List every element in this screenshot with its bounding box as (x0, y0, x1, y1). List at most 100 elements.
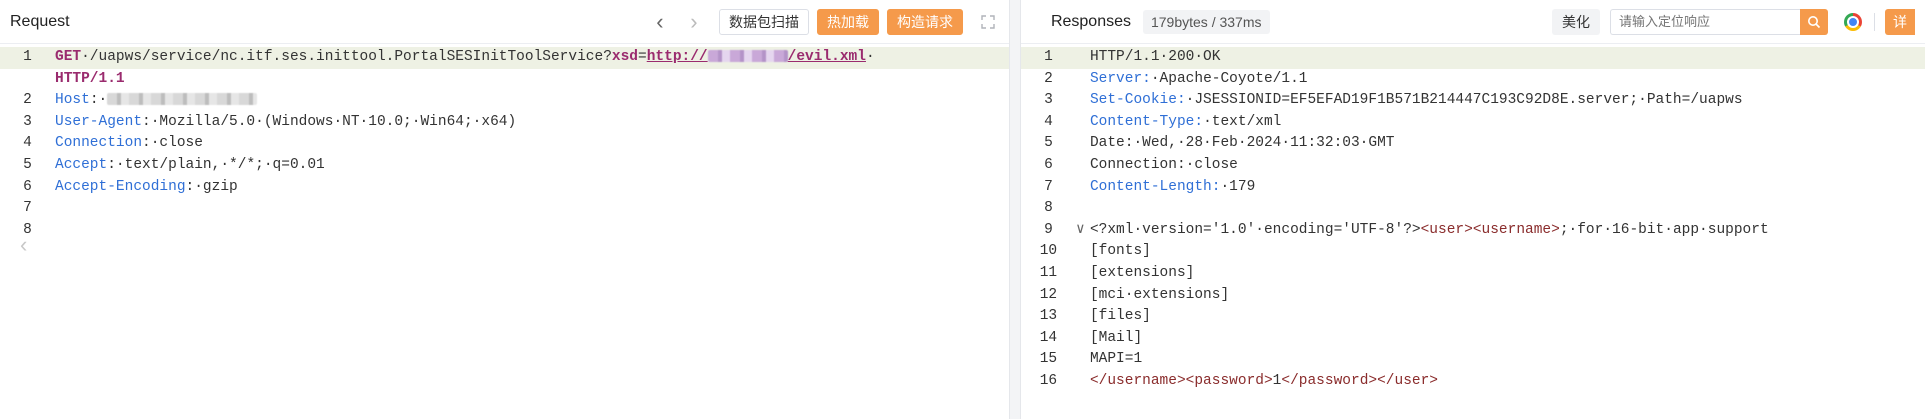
fold-gutter (1076, 90, 1090, 112)
redacted-text (107, 93, 258, 106)
code-line: 14 [Mail] (1021, 328, 1925, 350)
code-token: <username> (1472, 221, 1560, 238)
fold-gutter (1076, 349, 1090, 371)
next-arrow-icon[interactable]: › (690, 8, 698, 34)
code-token: HTTP/1.1·200·OK (1089, 49, 1221, 65)
collapse-left-icon[interactable]: ‹ (20, 232, 28, 257)
code-token: Accept-Encoding (55, 178, 186, 195)
line-number (0, 69, 55, 91)
code-token: Host (55, 92, 90, 109)
line-number: 7 (1044, 178, 1053, 195)
code-line: 7 (0, 198, 1009, 220)
prev-arrow-icon[interactable]: ‹ (656, 8, 664, 34)
build-request-button[interactable]: 构造请求 (886, 8, 963, 35)
code-token: :·text/plain,·*/*;·q=0.01 (107, 156, 325, 173)
code-line: 10[fonts] (1021, 241, 1925, 263)
code-line: 15 MAPI=1 (1021, 349, 1925, 371)
line-content: Date:·Wed,·28·Feb·2024·11:32:03·GMT (1090, 133, 1395, 155)
fold-gutter (1076, 112, 1090, 134)
code-token: </user> (1377, 372, 1439, 389)
line-number: 14 (1039, 329, 1058, 346)
line-number: 6 (23, 178, 32, 195)
line-number: 6 (1044, 156, 1053, 173)
line-number: 1 (1044, 49, 1053, 65)
fold-gutter (1076, 371, 1090, 393)
line-content: HTTP/1.1 (55, 69, 125, 91)
code-line: 6 Accept-Encoding:·gzip (0, 177, 1009, 199)
detail-button[interactable]: 详 (1885, 8, 1915, 35)
hot-load-button[interactable]: 热加载 (816, 8, 879, 35)
code-token: HTTP/1.1 (55, 70, 125, 87)
code-token: · (865, 49, 875, 65)
toolbar-divider (1874, 12, 1875, 31)
fullscreen-icon[interactable] (977, 11, 999, 33)
line-number: 9 (1044, 221, 1053, 238)
locate-response-input[interactable] (1610, 8, 1800, 35)
line-content: </username><password>1</password></user> (1090, 371, 1438, 393)
code-token: </password> (1281, 372, 1378, 389)
line-number: 15 (1039, 351, 1058, 368)
code-token: http:// (646, 49, 708, 65)
code-token: ;·for·16-bit·app·support (1559, 221, 1769, 238)
code-token: Connection (55, 135, 143, 152)
request-header: Request ‹ › 数据包扫描 热加载 构造请求 (0, 0, 1009, 44)
code-token: ·179 (1220, 178, 1256, 195)
fold-gutter (1076, 47, 1090, 69)
line-number: 8 (1044, 200, 1053, 217)
code-token: :·Mozilla/5.0·(Windows·NT·10.0;·Win64;·x… (142, 113, 517, 130)
line-number: 2 (1044, 70, 1053, 87)
fold-gutter (1076, 177, 1090, 199)
fold-gutter (1076, 306, 1090, 328)
code-token: ·JSESSIONID=EF5EFAD19F1B571B214447C193C9… (1185, 92, 1743, 109)
chrome-browser-icon[interactable] (1844, 12, 1862, 31)
line-number: 16 (1039, 372, 1058, 389)
code-line: 5 Accept:·text/plain,·*/*;·q=0.01 (0, 155, 1009, 177)
line-content: Connection:·close (55, 133, 203, 155)
code-token: User-Agent (55, 113, 143, 130)
line-number: 2 (23, 92, 32, 109)
line-number: 5 (23, 156, 32, 173)
line-content: HTTP/1.1·200·OK (1090, 47, 1221, 69)
beautify-button[interactable]: 美化 (1552, 8, 1600, 35)
fold-chevron-icon[interactable]: ∨ (1075, 221, 1085, 238)
line-number: 11 (1039, 264, 1058, 281)
code-token: :·close (142, 135, 203, 152)
response-size-time: 179bytes / 337ms (1142, 9, 1270, 34)
code-token: <user> (1420, 221, 1473, 238)
code-line: 8 (1021, 198, 1925, 220)
code-token: :·gzip (185, 178, 238, 195)
code-token: ·Apache-Coyote/1.1 (1150, 70, 1308, 87)
code-token: Content-Type: (1089, 113, 1204, 130)
code-token: [Mail] (1089, 329, 1143, 346)
code-line: 1 HTTP/1.1·200·OK (1020, 47, 1925, 69)
code-token: MAPI=1 (1089, 351, 1143, 368)
code-line: 13[files] (1021, 306, 1925, 328)
code-line: 11 [extensions] (1021, 263, 1925, 285)
code-line: HTTP/1.1 (0, 69, 1009, 91)
line-number: 1 (23, 49, 32, 65)
line-content: [mci·extensions] (1090, 285, 1229, 307)
redacted-text (707, 50, 788, 63)
code-line: 12[mci·extensions] (1021, 285, 1925, 307)
request-title: Request (10, 12, 70, 30)
code-token: <password> (1185, 372, 1273, 389)
search-icon[interactable] (1800, 8, 1828, 35)
packet-scan-button[interactable]: 数据包扫描 (718, 8, 809, 35)
line-content: Accept:·text/plain,·*/*;·q=0.01 (55, 155, 325, 177)
line-content: [extensions] (1090, 263, 1194, 285)
fold-gutter (1076, 285, 1090, 307)
code-line: 9∨<?xml·version='1.0'·encoding='UTF-8'?>… (1021, 220, 1925, 242)
code-token: Date:·Wed,·28·Feb·2024·11:32:03·GMT (1089, 135, 1395, 152)
line-content: [Mail] (1090, 328, 1142, 350)
pane-splitter[interactable] (1008, 0, 1021, 419)
